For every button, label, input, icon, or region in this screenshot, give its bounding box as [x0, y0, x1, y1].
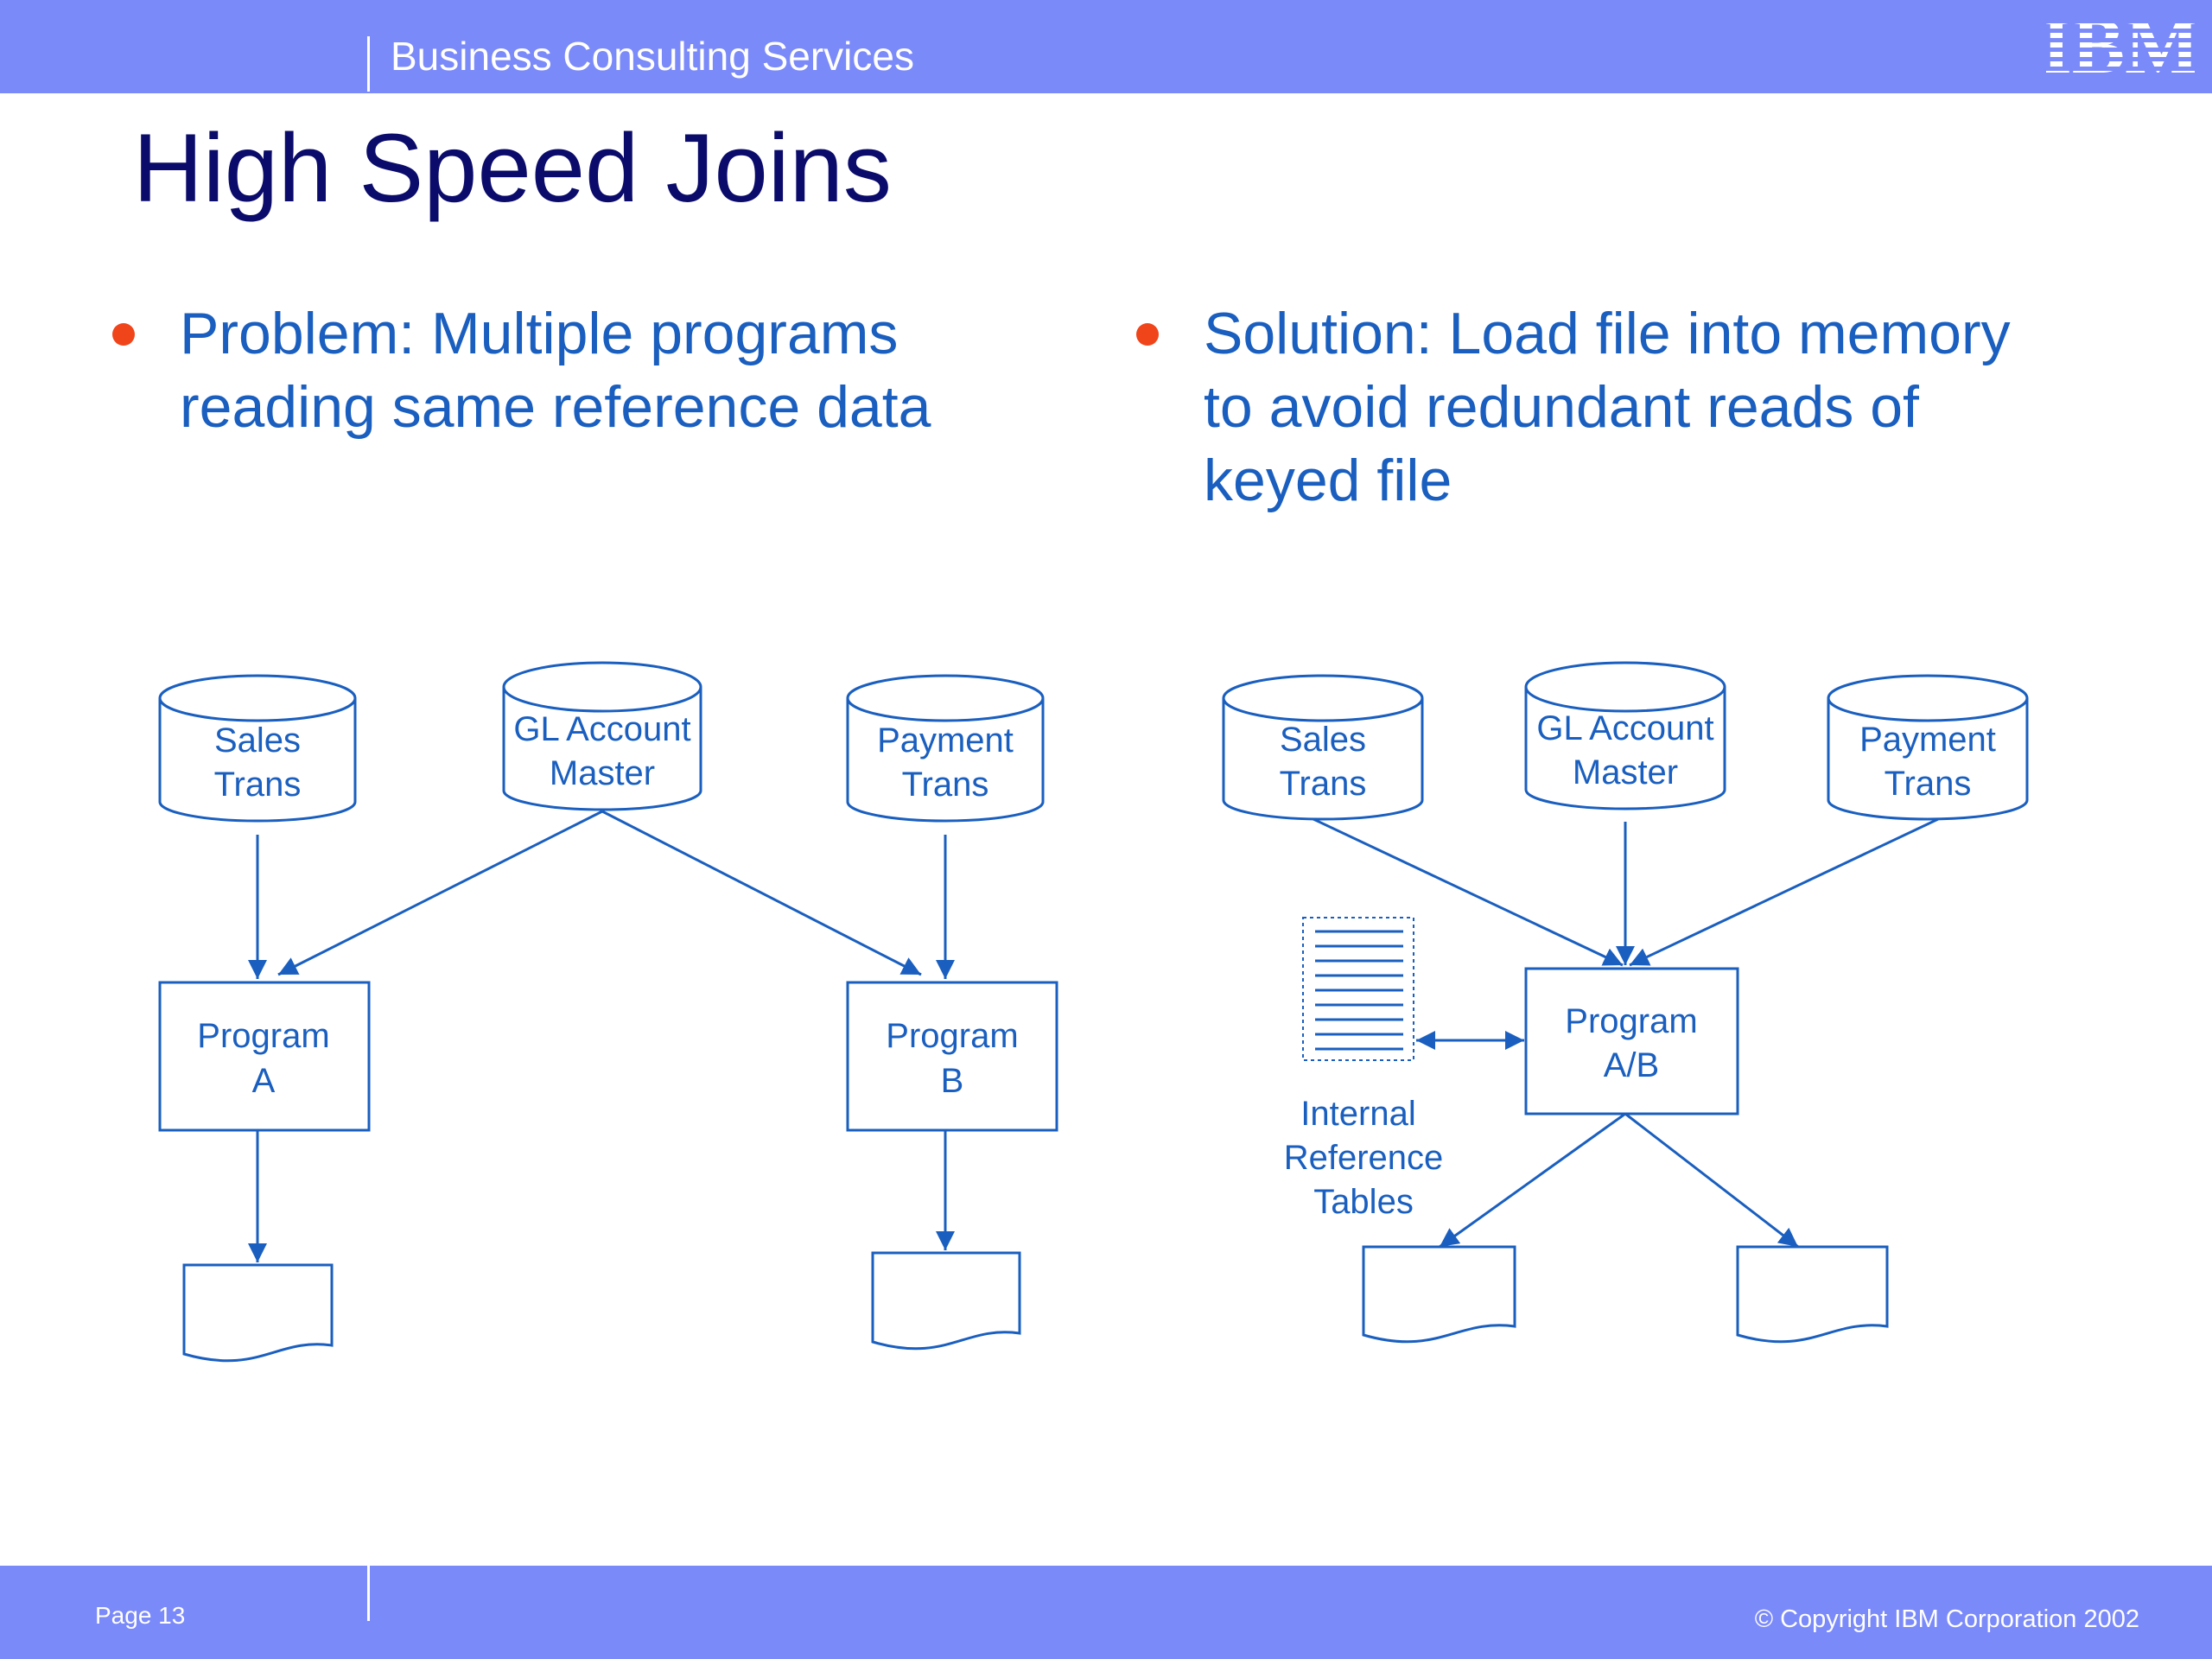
header-title: Business Consulting Services	[391, 34, 914, 79]
page-number: Page 13	[95, 1602, 186, 1629]
footer-bar: Page 13 © Copyright IBM Corporation 2002	[0, 1566, 2212, 1659]
program-a-label-line1: Program	[197, 1017, 329, 1055]
gl-account-master-label-line1: GL Account	[513, 710, 690, 748]
arrow-gl-to-program-a	[277, 810, 603, 976]
arrow-program-ab-to-output-1	[1439, 1112, 1626, 1249]
sales-trans-label-line1: Sales	[1280, 721, 1366, 759]
payment-trans-cylinder	[1827, 674, 2029, 821]
solution-diagram	[1222, 661, 2029, 1344]
sales-trans-label-line2: Trans	[1280, 765, 1367, 803]
payment-trans-label-line2: Trans	[902, 766, 989, 804]
payment-trans-label-line1: Payment	[877, 721, 1014, 760]
program-b-box	[846, 981, 1058, 1132]
program-b-label-line1: Program	[886, 1017, 1018, 1055]
program-a-label-line2: A	[252, 1062, 276, 1100]
sales-trans-label-line2: Trans	[214, 766, 302, 804]
bullet-problem: Problem: Multiple programs reading same …	[112, 297, 1061, 444]
program-b-label-line2: B	[941, 1062, 964, 1100]
internal-reference-tables-label-line2: Reference	[1284, 1139, 1444, 1177]
program-ab-box	[1524, 967, 1739, 1116]
bullet-dot	[112, 323, 135, 346]
output-document-2	[1736, 1245, 1889, 1344]
footer-divider	[367, 1566, 370, 1621]
logo-text: IBM	[2046, 14, 2195, 76]
bullet-problem-text: Problem: Multiple programs reading same …	[180, 301, 931, 440]
internal-reference-tables-icon	[1302, 917, 1414, 1061]
sales-trans-cylinder	[158, 674, 357, 823]
payment-trans-cylinder	[846, 674, 1045, 823]
program-ab-label-line1: Program	[1565, 1002, 1697, 1040]
output-document-1	[1362, 1245, 1516, 1344]
bullet-dot	[1136, 323, 1159, 346]
payment-trans-label-line1: Payment	[1859, 721, 1996, 759]
slide-title: High Speed Joins	[133, 114, 892, 222]
gl-account-master-cylinder	[502, 661, 702, 811]
sales-trans-cylinder	[1222, 674, 1424, 821]
output-document-a	[182, 1263, 334, 1363]
bullet-solution: Solution: Load file into memory to avoid…	[1136, 297, 2180, 518]
copyright-text: © Copyright IBM Corporation 2002	[1754, 1605, 2139, 1633]
payment-trans-label-line2: Trans	[1885, 765, 1972, 803]
problem-diagram	[158, 661, 1058, 1363]
bullet-solution-text: Solution: Load file into memory to avoid…	[1204, 301, 2011, 513]
output-document-b	[871, 1251, 1021, 1351]
gl-account-master-label-line1: GL Account	[1536, 709, 1713, 747]
program-a-box	[158, 981, 371, 1132]
header-divider	[367, 36, 370, 92]
header-bar: Business Consulting Services IBM	[0, 0, 2212, 93]
ibm-logo: IBM	[2046, 14, 2195, 76]
program-ab-label-line2: A/B	[1604, 1046, 1659, 1084]
internal-reference-tables-label-line1: Internal	[1300, 1095, 1415, 1133]
internal-reference-tables-label-line3: Tables	[1313, 1183, 1414, 1221]
arrow-sales-to-program-ab	[1313, 817, 1624, 967]
gl-account-master-cylinder	[1524, 661, 1726, 810]
gl-account-master-label-line2: Master	[550, 754, 655, 792]
sales-trans-label-line1: Sales	[214, 721, 301, 760]
arrow-payment-to-program-ab	[1629, 817, 1939, 967]
arrow-program-ab-to-output-2	[1624, 1112, 1799, 1249]
gl-account-master-label-line2: Master	[1573, 753, 1678, 791]
arrow-gl-to-program-b	[601, 810, 922, 976]
